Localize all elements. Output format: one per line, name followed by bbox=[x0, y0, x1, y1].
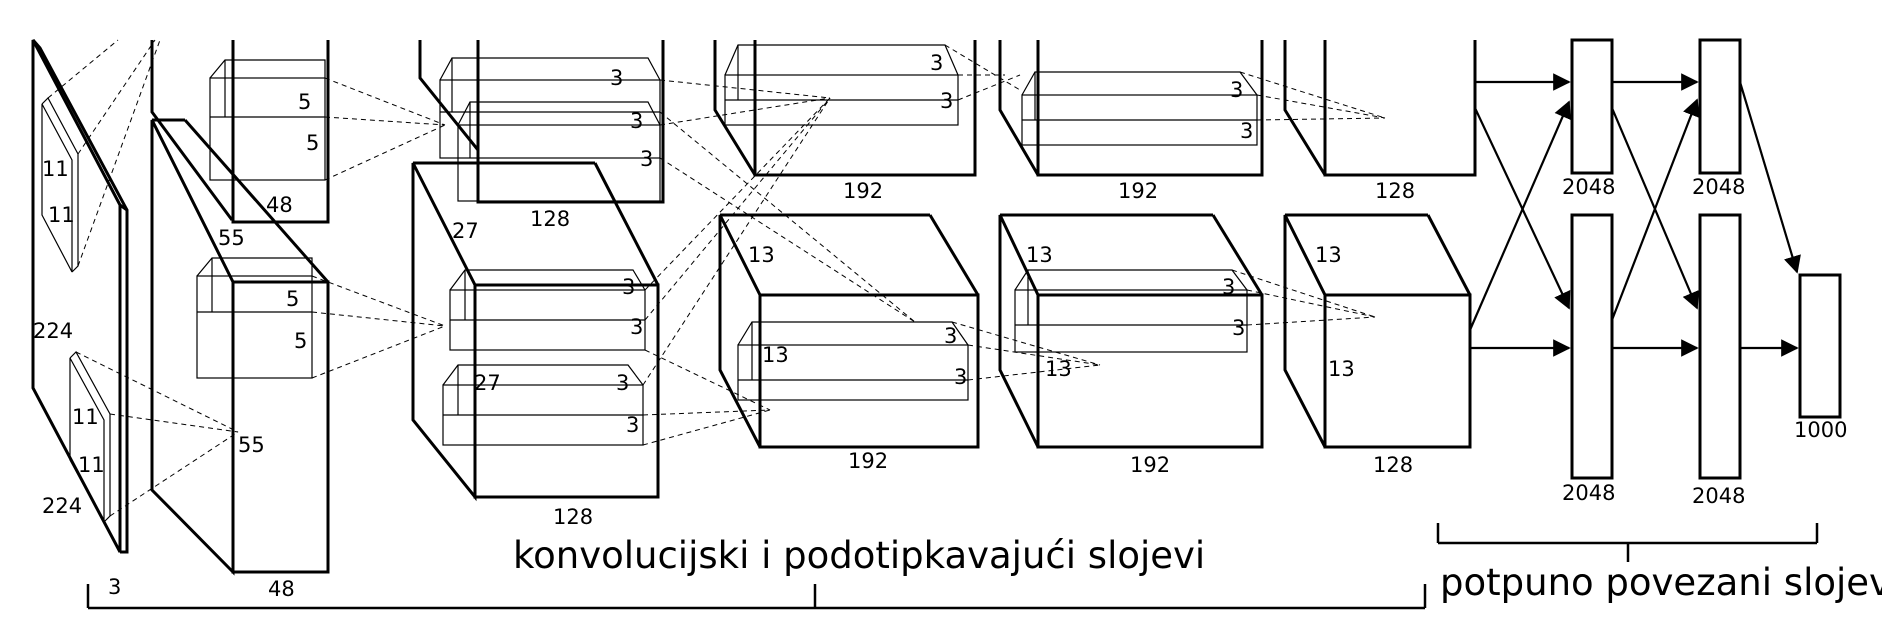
output-bar bbox=[1798, 273, 1842, 419]
conv4-to-conv5-lines bbox=[1231, 71, 1386, 326]
conv1-k1-label: 5 bbox=[298, 90, 311, 114]
fc-layers: 2048 2048 2048 2048 1000 bbox=[1562, 38, 1847, 508]
conv3-depth-top-label: 192 bbox=[843, 179, 883, 203]
conv2-top: 3 3 3 128 bbox=[418, 40, 665, 231]
input-kernel-w-label: 11 bbox=[48, 203, 75, 227]
conv1-k3-label: 5 bbox=[286, 287, 299, 311]
fc7-top-bar bbox=[1698, 38, 1742, 175]
conv2-k2-label: 3 bbox=[630, 109, 643, 133]
conv1-k4-label: 5 bbox=[294, 329, 307, 353]
conv3-k1-label: 3 bbox=[930, 51, 943, 75]
conv5-bottom: 13 13 128 bbox=[1283, 213, 1472, 477]
conv2-k7-label: 3 bbox=[626, 413, 639, 437]
conv3-k2-label: 3 bbox=[940, 89, 953, 113]
conv4-depth-bottom-label: 192 bbox=[1130, 453, 1170, 477]
output-label: 1000 bbox=[1794, 418, 1847, 442]
fc7-bottom-bar bbox=[1698, 213, 1742, 480]
conv2-bottom: 27 27 3 3 3 3 128 bbox=[411, 161, 660, 529]
conv4-size2-label: 13 bbox=[1045, 357, 1072, 381]
input-kernel-h-label: 11 bbox=[42, 157, 69, 181]
conv2-k4-label: 3 bbox=[622, 275, 635, 299]
conv5-depth-bottom-label: 128 bbox=[1373, 453, 1413, 477]
input-height-label: 224 bbox=[33, 319, 73, 343]
fc-arrows bbox=[1468, 73, 1801, 357]
input-layer: 11 11 11 11 224 224 3 bbox=[31, 39, 129, 599]
conv3-k3-label: 3 bbox=[944, 324, 957, 348]
conv3-size-label: 13 bbox=[748, 243, 775, 267]
conv3-top: 3 3 192 bbox=[713, 40, 977, 203]
conv4-k4-label: 3 bbox=[1232, 316, 1245, 340]
conv5-depth-top-label: 128 bbox=[1375, 179, 1415, 203]
conv1-size2-label: 55 bbox=[238, 433, 265, 457]
conv1-to-conv2-lines bbox=[311, 77, 446, 379]
conv2-depth-bottom-label: 128 bbox=[553, 505, 593, 529]
conv2-size-label: 27 bbox=[452, 219, 479, 243]
fc-bracket bbox=[1436, 523, 1819, 562]
conv4-k2-label: 3 bbox=[1240, 119, 1253, 143]
input-depth-label: 3 bbox=[108, 575, 121, 599]
conv2-depth-top-label: 128 bbox=[530, 207, 570, 231]
conv4-k1-label: 3 bbox=[1230, 78, 1243, 102]
input-width-label: 224 bbox=[42, 494, 82, 518]
conv4-bottom: 13 13 3 3 192 bbox=[998, 213, 1264, 477]
fc6-bottom-bar bbox=[1570, 213, 1614, 480]
conv1-bottom: 55 55 5 5 48 bbox=[150, 118, 330, 601]
conv3-depth-bottom-label: 192 bbox=[848, 449, 888, 473]
conv1-k2-label: 5 bbox=[306, 131, 319, 155]
fc7-top-label: 2048 bbox=[1692, 175, 1745, 199]
fc-caption: potpuno povezani slojevi bbox=[1440, 561, 1882, 604]
conv2-k5-label: 3 bbox=[630, 315, 643, 339]
conv3-size2-label: 13 bbox=[762, 343, 789, 367]
fc6-top-bar bbox=[1570, 38, 1614, 175]
conv-caption: konvolucijski i podotipkavajući slojevi bbox=[513, 534, 1205, 577]
conv4-size-label: 13 bbox=[1026, 243, 1053, 267]
conv5-size2-label: 13 bbox=[1328, 357, 1355, 381]
conv3-bottom: 13 13 3 3 192 bbox=[718, 213, 980, 473]
conv2-size2-label: 27 bbox=[474, 371, 501, 395]
input-kernel2-w-label: 11 bbox=[78, 453, 105, 477]
fc6-bottom-label: 2048 bbox=[1562, 481, 1615, 505]
input-to-conv1-lines bbox=[47, 39, 239, 517]
conv5-top: 128 bbox=[1283, 40, 1477, 203]
conv2-k1-label: 3 bbox=[610, 66, 623, 90]
conv4-top: 3 3 192 bbox=[998, 40, 1264, 203]
conv2-k6-label: 3 bbox=[616, 371, 629, 395]
conv5-size-label: 13 bbox=[1315, 243, 1342, 267]
conv2-to-conv3-lines bbox=[642, 79, 916, 446]
conv1-size-label: 55 bbox=[218, 226, 245, 250]
conv1-depth-bottom-label: 48 bbox=[268, 577, 295, 601]
conv4-k3-label: 3 bbox=[1222, 275, 1235, 299]
conv1-depth-top-label: 48 bbox=[266, 193, 293, 217]
conv-bracket bbox=[86, 584, 1427, 610]
conv3-k4-label: 3 bbox=[954, 365, 967, 389]
conv2-k3-label: 3 bbox=[640, 147, 653, 171]
input-kernel2-h-label: 11 bbox=[72, 405, 99, 429]
fc6-top-label: 2048 bbox=[1562, 175, 1615, 199]
conv3-to-conv4-lines bbox=[944, 44, 1101, 381]
conv1-top: 5 5 48 bbox=[150, 40, 330, 224]
conv4-depth-top-label: 192 bbox=[1118, 179, 1158, 203]
fc7-bottom-label: 2048 bbox=[1692, 484, 1745, 508]
